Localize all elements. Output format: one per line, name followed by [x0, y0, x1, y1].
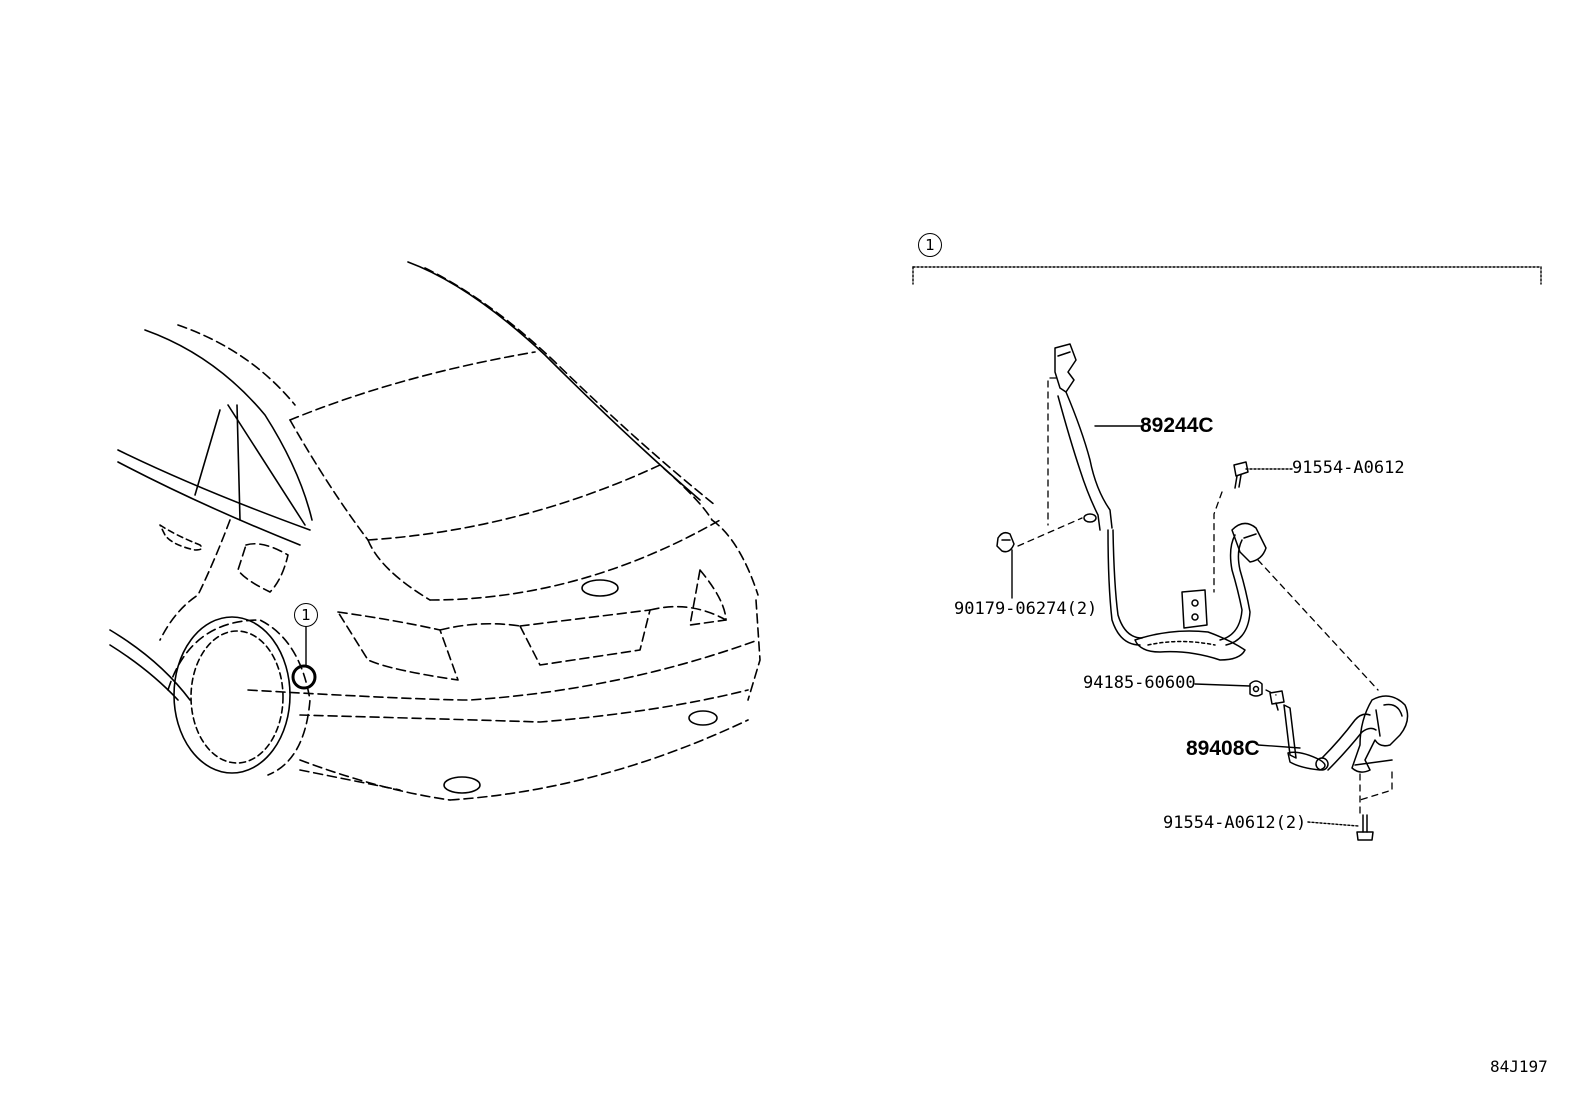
part-label-sensor[interactable]: 89408C	[1186, 737, 1260, 760]
bolt-top-drawing	[1233, 461, 1249, 489]
nut-drawing	[1249, 680, 1263, 697]
diagram-id: 84J197	[1490, 1057, 1548, 1076]
part-label-nut[interactable]: 94185-60600	[1083, 673, 1196, 693]
clip-drawing	[996, 531, 1015, 553]
leader-lines	[1011, 425, 1359, 827]
assembly-bracket	[912, 266, 1542, 285]
part-label-bolt-top[interactable]: 91554-A0612	[1292, 458, 1405, 478]
part-label-clip[interactable]: 90179-06274(2)	[954, 599, 1098, 619]
car-sensor-callout: 1	[294, 603, 318, 627]
height-sensor-drawing	[1269, 690, 1409, 773]
assembly-callout: 1	[918, 233, 942, 257]
part-label-bolt-bottom[interactable]: 91554-A0612(2)	[1163, 813, 1307, 833]
part-label-harness[interactable]: 89244C	[1140, 414, 1214, 437]
car-illustration	[109, 261, 761, 801]
sensor-location-marker	[291, 664, 317, 690]
bolt-bottom-drawing	[1356, 814, 1374, 841]
harness-drawing	[1054, 343, 1267, 661]
assembly-dash-lines	[1017, 377, 1393, 815]
